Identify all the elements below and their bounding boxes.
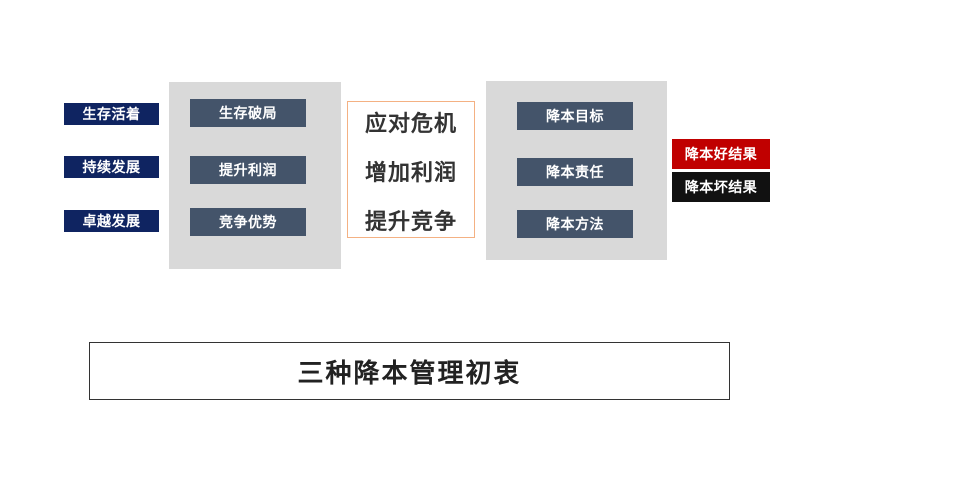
panel-intentions — [347, 101, 475, 238]
diagram-title-text: 三种降本管理初衷 — [297, 358, 522, 389]
panel3-item-target: 降本目标 — [517, 102, 633, 130]
left-label-sustain: 持续发展 — [64, 156, 159, 178]
center-item-compete: 提升竞争 — [364, 210, 457, 235]
panel1-item-profit: 提升利润 — [190, 156, 306, 184]
center-item-profit: 增加利润 — [364, 161, 457, 186]
panel1-item-breakthrough: 生存破局 — [190, 99, 306, 127]
result-bad: 降本坏结果 — [672, 172, 770, 202]
panel3-item-responsibility: 降本责任 — [517, 158, 633, 186]
center-item-crisis: 应对危机 — [364, 112, 457, 137]
result-good: 降本好结果 — [672, 139, 770, 169]
diagram-title: 三种降本管理初衷 — [89, 342, 730, 400]
panel1-item-advantage: 竞争优势 — [190, 208, 306, 236]
left-label-survive: 生存活着 — [64, 103, 159, 125]
left-label-excel: 卓越发展 — [64, 210, 159, 232]
panel3-item-method: 降本方法 — [517, 210, 633, 238]
